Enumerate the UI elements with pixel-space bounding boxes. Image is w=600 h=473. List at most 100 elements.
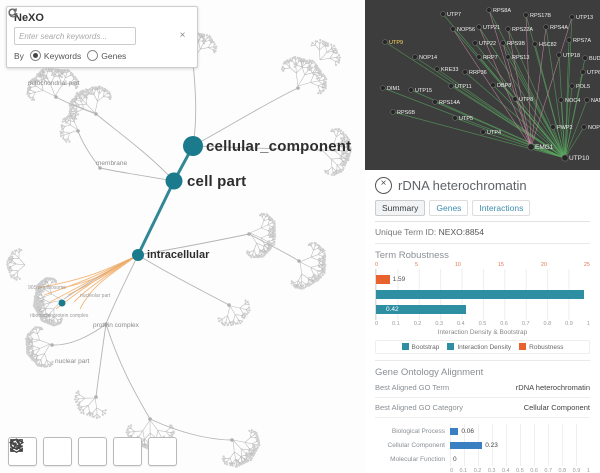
by-label: By — [14, 51, 24, 61]
network-node[interactable]: UTP5 — [453, 116, 473, 122]
tree-branch-node[interactable] — [148, 417, 152, 421]
radio-keywords[interactable]: Keywords — [30, 50, 81, 61]
close-icon[interactable]: × — [375, 177, 392, 194]
network-node[interactable]: RPS17B — [524, 13, 552, 19]
expand-branches-button[interactable] — [113, 437, 142, 466]
tab-interactions[interactable]: Interactions — [472, 200, 530, 216]
svg-text:NOP56: NOP56 — [457, 27, 475, 33]
network-node[interactable]: DBP8 — [491, 83, 512, 89]
network-node[interactable]: DIM1 — [381, 86, 401, 92]
bar-biological-process[interactable] — [450, 428, 458, 435]
network-node[interactable]: RPS14A — [433, 100, 461, 106]
network-node[interactable]: RRP36 — [463, 70, 487, 76]
tab-summary[interactable]: Summary — [375, 200, 425, 216]
robustness-bottom-axis: 00.10.20.30.40.50.60.70.80.91 — [375, 320, 590, 328]
network-node[interactable]: BUD21 — [583, 56, 600, 62]
clear-icon[interactable]: × — [175, 29, 190, 44]
tree-label-mitochondrial-part[interactable]: mitochondrial part — [28, 80, 80, 87]
tree-branch-node[interactable] — [54, 95, 58, 99]
network-node[interactable]: RPS4A — [544, 25, 569, 31]
network-node[interactable]: UTP10 — [562, 155, 590, 162]
tree-toolbar — [8, 437, 177, 466]
tree-branch-node[interactable] — [94, 395, 98, 399]
bar-bootstrap[interactable] — [376, 290, 584, 299]
robustness-chart: 05101520251.590.4200.10.20.30.40.50.60.7… — [375, 261, 590, 354]
network-node[interactable]: UTP22 — [473, 41, 497, 47]
tree-branch-node[interactable] — [76, 129, 80, 133]
refresh-icon[interactable] — [157, 29, 172, 44]
search-panel: NeXO × By Keywords Genes — [6, 6, 198, 68]
tree-label-membrane[interactable]: membrane — [96, 160, 127, 167]
network-node[interactable]: UTP15 — [409, 88, 433, 94]
svg-text:UTP21: UTP21 — [483, 25, 500, 31]
tree-branch-node[interactable] — [227, 303, 231, 307]
fit-to-screen-button[interactable] — [78, 437, 107, 466]
svg-text:NAN1: NAN1 — [591, 98, 600, 104]
tree-node-circle-cell-part[interactable] — [166, 173, 183, 190]
app-title: NeXO — [14, 12, 190, 24]
network-node[interactable]: NAN1 — [585, 98, 600, 104]
subnetwork-canvas[interactable]: UTP7RPS8ARPS17BUTP13NOP56UTP21RPS22ARPS4… — [365, 0, 600, 170]
robustness-legend: BootstrapInteraction DensityRobustness — [375, 340, 590, 354]
network-node[interactable]: RPS7A — [567, 38, 592, 44]
tree-node-circle-intracellular[interactable] — [132, 249, 144, 261]
network-node[interactable]: RPS22A — [506, 27, 534, 33]
tree-label-nucleolar-part[interactable]: nucleolar part — [80, 293, 110, 299]
tree-label-preribosome[interactable]: 90S preribosome — [28, 285, 66, 291]
network-node[interactable]: UTP18 — [557, 53, 581, 59]
radio-keywords-dot[interactable] — [30, 50, 41, 61]
tree-branch-node[interactable] — [50, 343, 54, 347]
tree-branch-node[interactable] — [296, 86, 300, 90]
tree-label-nuclear-part[interactable]: nuclear part — [55, 358, 89, 365]
tree-node-intracellular[interactable]: intracellular — [147, 249, 209, 261]
right-column: UTP7RPS8ARPS17BUTP13NOP56UTP21RPS22ARPS4… — [365, 0, 600, 473]
bar-cellular-component[interactable] — [450, 442, 482, 449]
zoom-out-button[interactable] — [43, 437, 72, 466]
tree-branch-node[interactable] — [247, 232, 251, 236]
network-node[interactable]: UTP4 — [481, 130, 501, 136]
network-node[interactable]: POL5 — [570, 84, 590, 90]
robustness-top-axis: 0510152025 — [375, 261, 590, 269]
tab-genes[interactable]: Genes — [429, 200, 468, 216]
tree-node-circle-cluster[interactable] — [59, 300, 66, 307]
tree-label-rnp-complex[interactable]: ribonucleoprotein complex — [30, 313, 88, 319]
svg-text:UTP10: UTP10 — [569, 155, 590, 162]
bar-robustness[interactable] — [376, 275, 390, 284]
network-node[interactable]: NOP56 — [451, 27, 475, 33]
ontology-tree-panel[interactable]: cellular_component cell part intracellul… — [0, 0, 365, 473]
search-input[interactable] — [14, 27, 136, 45]
tree-branch-node[interactable] — [297, 259, 301, 263]
radio-keywords-label: Keywords — [44, 51, 81, 61]
tree-node-circle-cellular-component[interactable] — [183, 136, 203, 156]
unique-term-id-value: NEXO:8854 — [439, 227, 484, 237]
network-node[interactable]: KRE33 — [435, 67, 459, 73]
subnetwork-panel[interactable]: UTP7RPS8ARPS17BUTP13NOP56UTP21RPS22ARPS4… — [365, 0, 600, 170]
network-node[interactable]: RPS13 — [506, 55, 530, 61]
layers-button[interactable] — [148, 437, 177, 466]
search-icon[interactable] — [139, 29, 154, 44]
network-node[interactable]: HSC82 — [533, 42, 557, 48]
radio-genes-dot[interactable] — [87, 50, 98, 61]
network-node[interactable]: EMG1 — [528, 144, 554, 151]
network-node[interactable]: UTP13 — [570, 15, 594, 21]
radio-genes[interactable]: Genes — [87, 50, 126, 61]
details-tabs: Summary Genes Interactions — [375, 200, 590, 222]
network-node[interactable]: RPS6B — [391, 110, 416, 116]
svg-text:RPS17B: RPS17B — [530, 13, 551, 19]
ontology-tree-canvas[interactable] — [0, 0, 365, 473]
network-node[interactable]: UTP8 — [513, 97, 533, 103]
network-node[interactable]: UTP7 — [441, 12, 461, 18]
network-node[interactable]: UTP6 — [581, 70, 600, 76]
tree-branch-node[interactable] — [230, 438, 234, 442]
tree-label-protein-complex[interactable]: protein complex — [93, 322, 139, 329]
tree-node-cell-part[interactable]: cell part — [187, 173, 246, 190]
network-node[interactable]: UTP11 — [449, 84, 472, 90]
network-node[interactable]: NOP14 — [413, 55, 437, 61]
network-node[interactable]: UTP9 — [383, 40, 403, 46]
svg-text:RPS7A: RPS7A — [573, 38, 591, 44]
network-node[interactable]: NOP6 — [582, 125, 600, 131]
go-alignment-chart: Biological Process0.06Cellular Component… — [375, 424, 590, 473]
tree-node-cellular-component[interactable]: cellular_component — [206, 138, 351, 155]
tree-branch-node[interactable] — [94, 112, 98, 116]
